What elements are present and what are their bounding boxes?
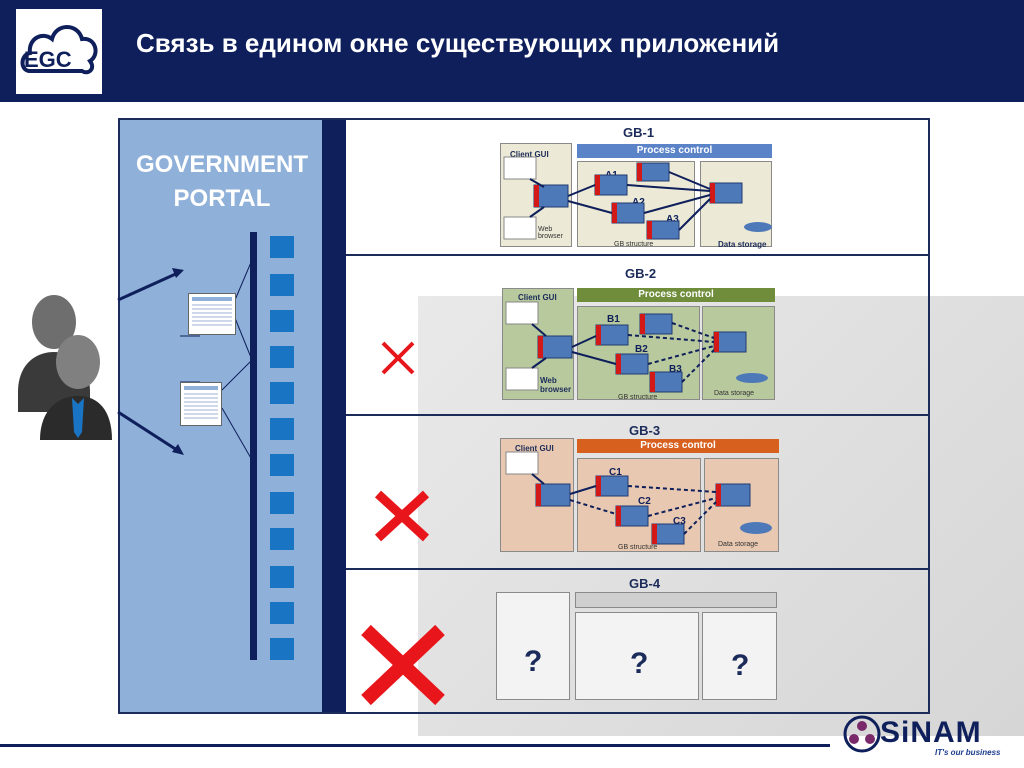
sinam-tagline: IT's our business	[935, 748, 1001, 757]
row-separator	[346, 414, 930, 416]
gb-2-client-gui-label: Client GUI	[518, 293, 557, 302]
portal-integration-bar	[322, 120, 346, 712]
connector-square	[270, 528, 294, 550]
connector-square	[270, 454, 294, 476]
connector-square	[270, 382, 294, 404]
gb-2-node-b2: B2	[635, 344, 648, 355]
gb-2-node-b3: B3	[669, 364, 682, 375]
gb-4-unknown-storage-mark: ?	[731, 649, 750, 682]
gb-3-not-connected-cross-icon	[374, 490, 430, 542]
portal-title: GOVERNMENT PORTAL	[120, 148, 324, 216]
gb-4-process-bar-placeholder	[575, 592, 777, 608]
portal-title-line1: GOVERNMENT	[135, 151, 308, 178]
connector-square	[270, 638, 294, 660]
row-separator	[346, 254, 930, 256]
portal-screen-thumbnail	[188, 293, 236, 335]
gb-3-node-c1: C1	[609, 467, 622, 478]
connector-square	[270, 602, 294, 624]
connector-square	[270, 492, 294, 514]
gb-4-not-connected-cross-icon	[361, 624, 445, 706]
gb-4-unknown-structure-mark: ?	[630, 647, 649, 680]
sinam-brand-name: SiNAM	[880, 716, 982, 749]
gb-2-process-control: Process control	[577, 288, 775, 302]
gb-1-process-control: Process control	[577, 144, 772, 158]
gb-4-unknown-client-mark: ?	[524, 645, 543, 678]
gb-3-gb-structure-label: GB structure	[618, 544, 658, 551]
gb-2-label: GB-2	[625, 266, 657, 281]
gb-2-node-b1: B1	[607, 314, 620, 325]
connector-square	[270, 310, 294, 332]
users-icon	[18, 295, 112, 440]
gb-3-flow-diagram	[505, 451, 772, 545]
gb-1-label: GB-1	[623, 125, 655, 140]
gb-1-client-gui-label: Client GUI	[510, 150, 549, 159]
main-frame	[118, 118, 930, 714]
gb-4-label: GB-4	[629, 576, 661, 591]
connector-square	[270, 566, 294, 588]
page-title: Связь в едином окне существующих приложе…	[136, 28, 780, 58]
portal-title-line2: PORTAL	[173, 185, 271, 212]
gb-1-gb-structure-label: GB structure	[614, 241, 654, 248]
gb-3-node-c2: C2	[638, 496, 651, 507]
connector-square	[270, 418, 294, 440]
gb-1-flow-diagram	[503, 156, 772, 240]
row-separator	[346, 568, 930, 570]
header-bar	[0, 0, 1024, 102]
gb-3-process-control: Process control	[577, 439, 779, 453]
gb-3-data-storage-label: Data storage	[718, 541, 759, 548]
connector-square	[270, 236, 294, 258]
gb-1-data-storage-panel	[700, 161, 772, 247]
connector-square	[270, 346, 294, 368]
gb-2-flow-diagram	[505, 301, 768, 393]
gb-2-gb-structure-label: GB structure	[618, 394, 658, 401]
sinam-logo-mark-icon	[843, 715, 881, 753]
egc-logo: EGC	[16, 9, 102, 94]
gb-2-data-storage-label: Data storage	[714, 390, 755, 397]
portal-screen-thumbnail	[180, 382, 222, 426]
gb-2-data-storage-panel	[702, 306, 775, 400]
footer-divider	[0, 744, 830, 747]
gb-2-web-browser-label: Web browser	[540, 376, 572, 394]
gb-1-node-a3: A3	[666, 214, 679, 225]
gb-1-data-storage-label: Data storage	[718, 240, 767, 249]
gb-4-client-panel-placeholder	[496, 592, 570, 700]
gb-4-structure-panel-placeholder	[575, 612, 699, 700]
egc-logo-text: EGC	[24, 47, 72, 72]
gb-2-not-connected-cross-icon	[381, 341, 415, 375]
gb-3-label: GB-3	[629, 423, 661, 438]
connector-square	[270, 274, 294, 296]
gb-3-client-gui-label: Client GUI	[515, 444, 554, 453]
gb-4-storage-panel-placeholder	[702, 612, 777, 700]
gb-1-web-browser-label: Web browser	[538, 226, 563, 240]
gb-3-node-c3: C3	[673, 516, 686, 527]
